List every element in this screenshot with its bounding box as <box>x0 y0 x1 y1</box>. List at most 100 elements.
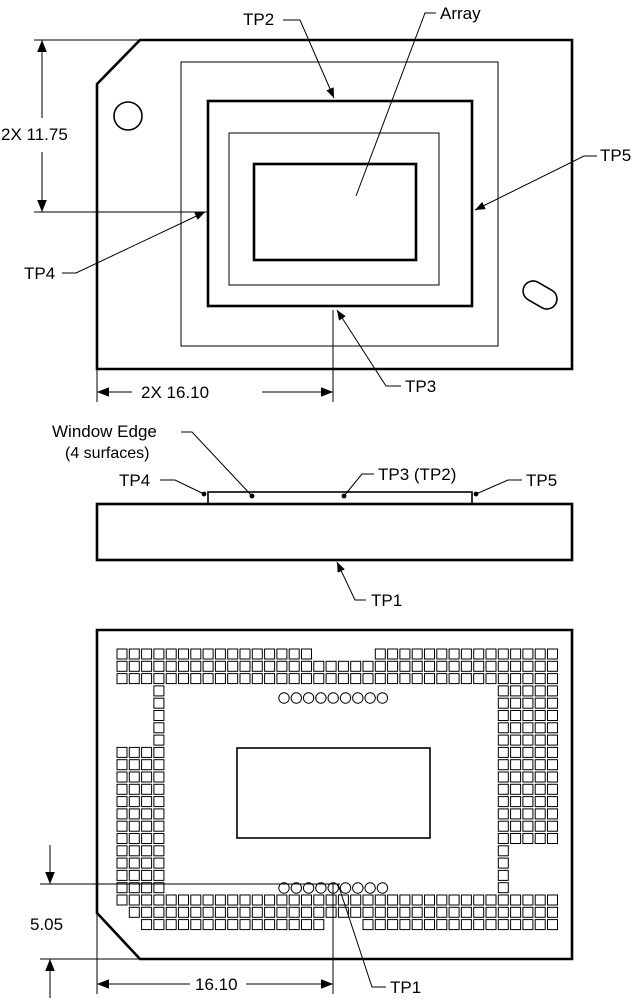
pad-square <box>202 919 214 931</box>
pad-square <box>497 833 509 844</box>
pad-square <box>510 783 522 795</box>
pad-square <box>141 673 153 685</box>
pad-square <box>128 882 140 894</box>
pad-square <box>497 685 509 697</box>
pad-round <box>278 692 290 704</box>
pad-square <box>313 906 325 918</box>
pad-square <box>534 673 546 685</box>
pad-square <box>288 919 300 931</box>
pad-square <box>350 660 362 672</box>
pad-square <box>547 894 558 906</box>
pad-square <box>424 894 435 906</box>
pad-square <box>153 845 165 857</box>
pad-square <box>522 906 534 918</box>
pad-square <box>165 660 177 672</box>
pad-square <box>239 894 251 906</box>
pad-square <box>522 771 534 783</box>
pad-square <box>141 820 153 832</box>
pad-square <box>522 734 534 746</box>
pad-square <box>510 734 522 746</box>
pad-square <box>190 648 202 660</box>
pad-array <box>116 648 558 931</box>
pad-square <box>141 660 153 672</box>
pad-square <box>178 919 189 931</box>
pad-square <box>497 820 509 832</box>
pad-square <box>116 869 128 881</box>
alignment-hole-round <box>113 101 143 131</box>
tp2-label: TP2 <box>243 10 274 29</box>
pad-round <box>376 692 389 704</box>
pad-square <box>153 660 165 672</box>
pad-square <box>325 660 337 672</box>
pad-square <box>251 894 263 906</box>
surfaces-label: (4 surfaces) <box>65 445 149 462</box>
pad-square <box>337 906 349 918</box>
tp2-leader <box>283 19 335 99</box>
pad-square <box>510 808 522 820</box>
pad-square <box>178 660 189 672</box>
pad-square <box>534 820 546 832</box>
pad-square <box>141 771 153 783</box>
pad-square <box>165 919 177 931</box>
pad-square <box>325 673 337 685</box>
pad-square <box>227 660 239 672</box>
pad-square <box>522 796 534 808</box>
pad-square <box>116 796 128 808</box>
pad-square <box>128 783 140 795</box>
pad-square <box>313 673 325 685</box>
pad-square <box>485 673 497 685</box>
pad-square <box>141 894 153 906</box>
pad-square <box>202 894 214 906</box>
pad-square <box>141 919 153 931</box>
pad-square <box>387 906 399 918</box>
tp4-side-label: TP4 <box>119 471 150 490</box>
pad-round <box>290 692 302 704</box>
pad-square <box>190 919 202 931</box>
pad-square <box>128 808 140 820</box>
pad-square <box>547 710 558 721</box>
pad-square <box>547 660 558 672</box>
pad-square <box>362 906 374 918</box>
pad-square <box>510 796 522 808</box>
pad-square <box>141 845 153 857</box>
tp3-label: TP3 <box>405 377 436 396</box>
pad-square <box>448 919 460 931</box>
pad-square <box>116 894 128 906</box>
pad-square <box>128 857 140 869</box>
array-leader <box>355 12 436 197</box>
pad-square <box>153 697 165 709</box>
pad-square <box>116 882 128 894</box>
tp1-side-label: TP1 <box>371 591 402 610</box>
pad-square <box>116 808 128 820</box>
pad-square <box>153 796 165 808</box>
pad-square <box>547 771 558 783</box>
tp1-bottom-leader <box>337 883 386 988</box>
pad-square <box>510 746 522 758</box>
pad-square <box>497 771 509 783</box>
pad-square <box>276 919 288 931</box>
dim-horizontal-label: 2X 16.10 <box>141 383 209 402</box>
pad-square <box>350 894 362 906</box>
tp5-side-dot <box>473 491 479 497</box>
pad-round <box>352 692 364 704</box>
pad-square <box>116 648 128 660</box>
pad-square <box>510 771 522 783</box>
pad-square <box>264 648 276 660</box>
pad-square <box>227 919 239 931</box>
pad-square <box>547 919 558 931</box>
pad-square <box>547 722 558 734</box>
pad-square <box>264 919 276 931</box>
pad-square <box>473 906 485 918</box>
pad-square <box>387 660 399 672</box>
pad-square <box>485 906 497 918</box>
pad-square <box>497 845 509 857</box>
pad-square <box>473 673 485 685</box>
pad-square <box>522 894 534 906</box>
pad-square <box>227 648 239 660</box>
pad-square <box>510 722 522 734</box>
tp5-label: TP5 <box>600 146 631 165</box>
pad-square <box>522 783 534 795</box>
pad-round <box>315 882 327 894</box>
pad-square <box>153 722 165 734</box>
tp1-bottom-label: TP1 <box>390 978 421 997</box>
